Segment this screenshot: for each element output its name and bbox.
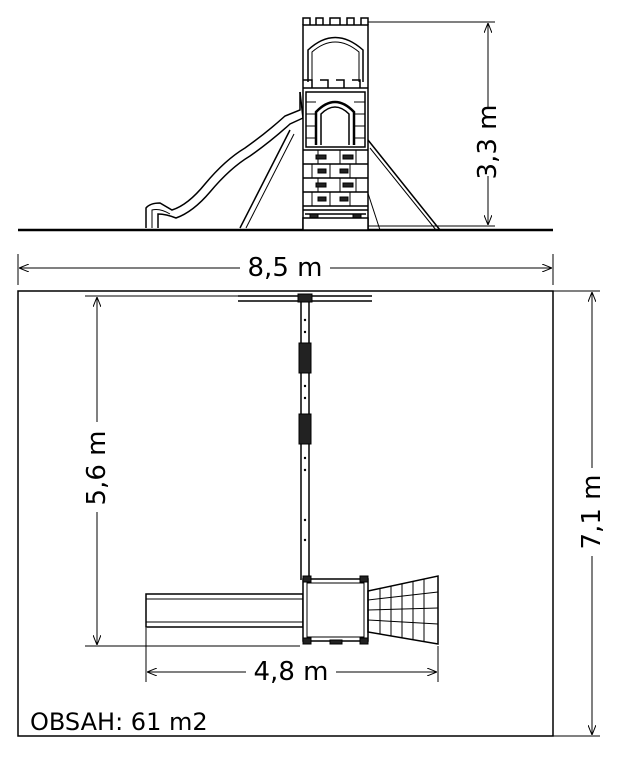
height-label: 3,3 m — [473, 105, 503, 180]
depth-dimension: 7,1 m — [553, 290, 607, 737]
slide-length-label: 4,8 m — [254, 657, 329, 687]
elevation-view: 3,3 m — [18, 17, 553, 232]
swing-length-label: 5,6 m — [82, 431, 112, 506]
left-support-leg — [239, 129, 291, 229]
width-label: 8,5 m — [248, 253, 323, 283]
depth-label: 7,1 m — [577, 475, 607, 550]
width-dimension: 8,5 m — [17, 253, 554, 285]
area-label: OBSAH: 61 m2 — [30, 708, 208, 736]
climbing-net-plan — [367, 575, 439, 645]
height-dimension: 3,3 m — [368, 21, 503, 227]
safety-area-border — [17, 290, 554, 737]
swing-length-dimension: 5,6 m — [82, 295, 300, 647]
right-support-leg — [367, 139, 441, 231]
tower-plan — [302, 575, 369, 645]
plan-view: 5,6 m 4,8 m OBSAH: 61 m2 — [17, 290, 554, 737]
swing-beam-plan — [298, 302, 312, 580]
slide-length-dimension: 4,8 m — [145, 628, 439, 687]
slide-plan — [145, 593, 304, 628]
castle-tower — [302, 17, 369, 231]
slide-elevation — [145, 91, 304, 228]
